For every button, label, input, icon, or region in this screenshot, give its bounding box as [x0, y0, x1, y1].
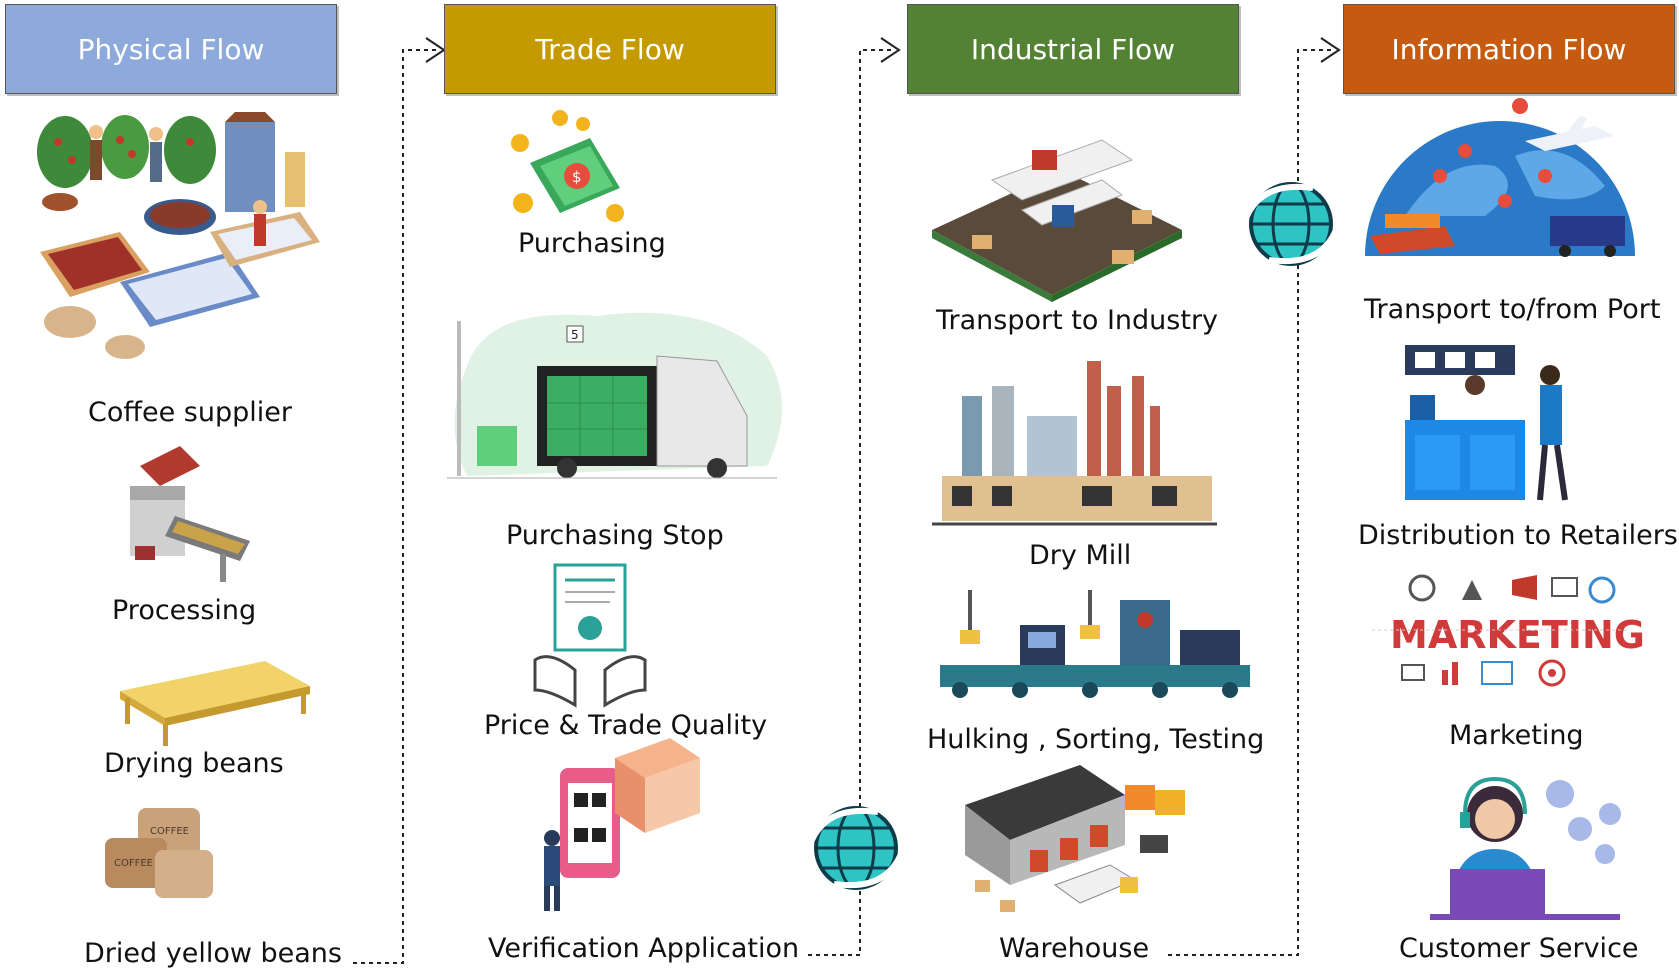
certificate-illustration	[533, 563, 647, 708]
warehouse-illustration	[965, 765, 1185, 912]
bag-label: COFFEE	[114, 858, 153, 869]
coffee-farm-illustration	[37, 112, 320, 359]
globe-sync-icon	[1244, 182, 1338, 266]
label-processing: Processing	[112, 595, 257, 626]
arrow-head-industrial	[880, 37, 901, 63]
factory-illustration	[932, 361, 1217, 526]
label-purchasing: Purchasing	[518, 228, 666, 259]
header-trade-flow: Trade Flow	[444, 4, 776, 94]
header-information-flow-label: Information Flow	[1391, 32, 1627, 66]
connector-industrial-information	[1168, 49, 1335, 956]
customer-service-agent-illustration	[1430, 776, 1621, 920]
globe-sync-icon	[809, 806, 903, 890]
delivery-van-illustration: 5	[447, 312, 782, 479]
label-transport-to-from-port: Transport to/from Port	[1364, 294, 1661, 325]
global-logistics-illustration	[1365, 98, 1635, 257]
marketing-word: MARKETING	[1390, 613, 1645, 657]
label-distribution-to-retailers: Distribution to Retailers	[1358, 520, 1678, 551]
svg-text:$: $	[572, 168, 582, 186]
label-price-trade-quality: Price & Trade Quality	[484, 710, 768, 741]
processing-machine-illustration	[130, 446, 250, 582]
arrow-head-information	[1320, 37, 1341, 63]
label-marketing: Marketing	[1449, 720, 1584, 751]
truck-yard-illustration	[932, 139, 1182, 302]
connector-physical-trade	[353, 49, 440, 964]
coffee-bags-illustration: COFFEE COFFEE	[105, 808, 213, 898]
header-trade-flow-label: Trade Flow	[535, 32, 685, 66]
header-physical-flow-label: Physical Flow	[77, 32, 265, 66]
label-transport-to-industry: Transport to Industry	[936, 305, 1219, 336]
stop-sign-number: 5	[571, 328, 579, 342]
assembly-line-illustration	[940, 590, 1250, 698]
money-illustration: $	[511, 110, 624, 222]
label-warehouse: Warehouse	[999, 933, 1150, 964]
header-information-flow: Information Flow	[1343, 4, 1675, 94]
drying-bed-illustration	[120, 661, 310, 746]
label-dried-yellow-beans: Dried yellow beans	[84, 938, 342, 969]
label-coffee-supplier: Coffee supplier	[88, 397, 292, 428]
phone-qr-illustration	[544, 738, 700, 911]
label-verification-application: Verification Application	[488, 933, 800, 964]
connector-trade-industrial	[808, 49, 895, 956]
marketing-illustration: MARKETING	[1372, 574, 1645, 687]
retail-counter-illustration	[1405, 345, 1568, 501]
label-dry-mill: Dry Mill	[1029, 540, 1132, 571]
bag-label: COFFEE	[150, 826, 189, 837]
label-customer-service: Customer Service	[1399, 933, 1639, 964]
header-industrial-flow: Industrial Flow	[907, 4, 1239, 94]
label-purchasing-stop: Purchasing Stop	[506, 520, 724, 551]
header-industrial-flow-label: Industrial Flow	[970, 32, 1176, 66]
label-drying-beans: Drying beans	[104, 748, 284, 779]
label-hulking-sorting-testing: Hulking , Sorting, Testing	[927, 724, 1265, 755]
header-physical-flow: Physical Flow	[5, 4, 337, 94]
